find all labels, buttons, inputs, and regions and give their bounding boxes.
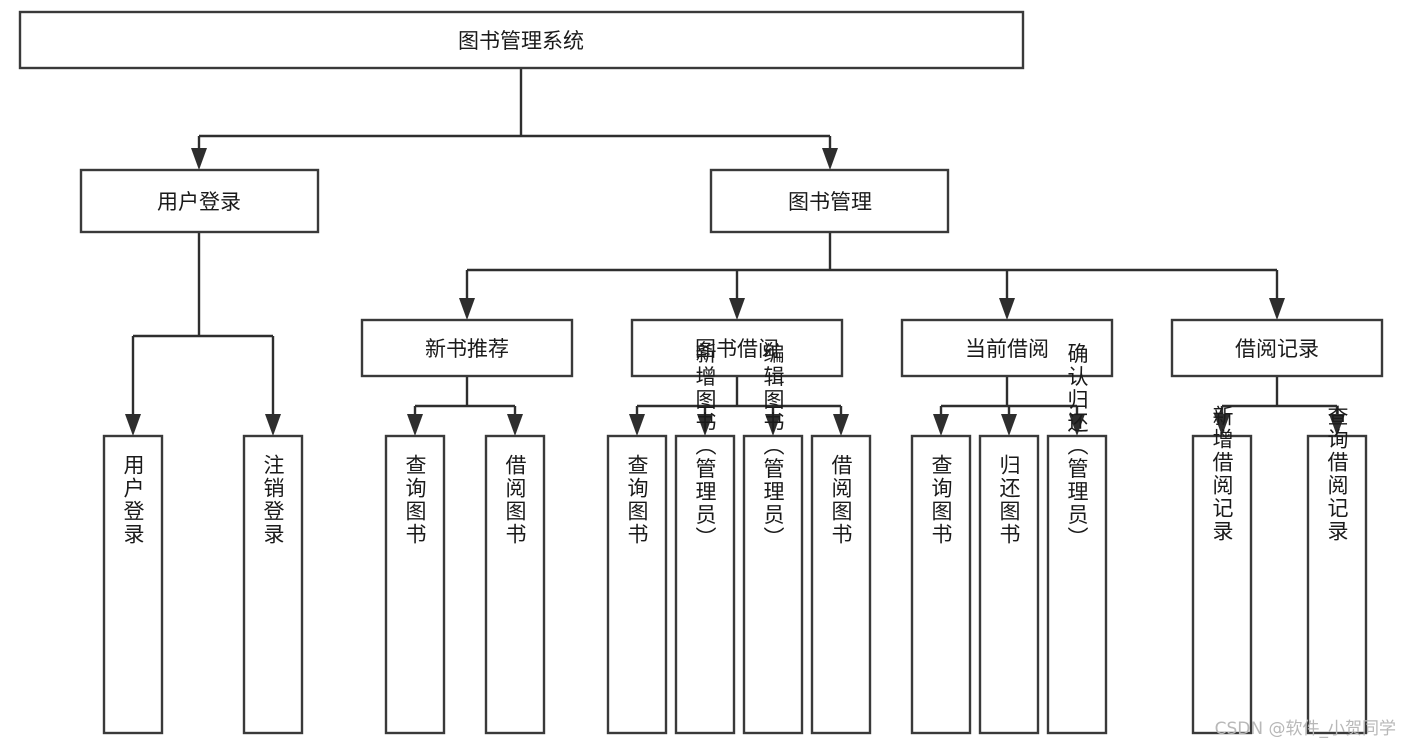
node-root-box[interactable] — [18, 10, 1025, 70]
node-leaf-query-record[interactable]: 查询借阅记录 — [1306, 405, 1368, 735]
connector-layer — [125, 68, 1345, 436]
node-leaf-add-record-label: 新增借阅记录 — [1210, 405, 1234, 543]
node-leaf-query-book-1-box[interactable] — [384, 434, 446, 735]
arrow-current-borrow-leaf-1 — [933, 414, 949, 436]
node-leaf-query-book-1-label: 查询图书 — [403, 454, 427, 546]
node-leaf-add-book-admin-label: 新增图书（管理员） — [693, 343, 717, 550]
node-user-login-box[interactable] — [79, 168, 320, 234]
arrow-book-manage-to-current-borrow — [999, 298, 1015, 320]
node-leaf-add-book-admin-box[interactable] — [674, 434, 736, 735]
node-book-manage-box[interactable] — [709, 168, 950, 234]
node-leaf-logout-login[interactable]: 注销登录 — [242, 434, 304, 735]
node-leaf-confirm-return-label: 确认归还（管理员） — [1065, 343, 1089, 550]
node-current-borrow[interactable]: 当前借阅 — [900, 318, 1114, 378]
node-leaf-query-record-box[interactable] — [1306, 434, 1368, 735]
arrow-book-borrow-leaf-3 — [765, 414, 781, 436]
node-leaf-edit-book-admin[interactable]: 编辑图书（管理员） — [742, 343, 804, 735]
node-leaf-return-book[interactable]: 归还图书 — [978, 434, 1040, 735]
node-leaf-query-book-2[interactable]: 查询图书 — [606, 434, 668, 735]
node-leaf-edit-book-admin-label: 编辑图书（管理员） — [761, 343, 785, 550]
node-leaf-logout-login-box[interactable] — [242, 434, 304, 735]
arrow-current-borrow-leaf-3 — [1069, 414, 1085, 436]
arrow-book-borrow-leaf-2 — [697, 414, 713, 436]
node-leaf-query-book-2-label: 查询图书 — [625, 454, 649, 546]
node-borrow-record-box[interactable] — [1170, 318, 1384, 378]
node-current-borrow-box[interactable] — [900, 318, 1114, 378]
node-leaf-return-book-box[interactable] — [978, 434, 1040, 735]
arrow-borrow-record-leaf-1 — [1214, 414, 1230, 436]
node-leaf-query-book-2-box[interactable] — [606, 434, 668, 735]
node-leaf-borrow-book-2[interactable]: 借阅图书 — [810, 434, 872, 735]
node-leaf-query-book-3-label: 查询图书 — [929, 454, 953, 546]
arrow-root-to-user-login — [191, 148, 207, 170]
node-leaf-confirm-return[interactable]: 确认归还（管理员） — [1046, 343, 1108, 735]
arrow-user-login-leaf-2 — [265, 414, 281, 436]
arrow-user-login-leaf-1 — [125, 414, 141, 436]
arrow-book-manage-to-borrow-record — [1269, 298, 1285, 320]
node-leaf-borrow-book-1-label: 借阅图书 — [503, 454, 527, 546]
node-leaf-return-book-label: 归还图书 — [997, 454, 1021, 546]
node-new-book-recommend-box[interactable] — [360, 318, 574, 378]
node-leaf-confirm-return-box[interactable] — [1046, 434, 1108, 735]
node-borrow-record[interactable]: 借阅记录 — [1170, 318, 1384, 378]
node-leaf-edit-book-admin-box[interactable] — [742, 434, 804, 735]
node-leaf-add-record[interactable]: 新增借阅记录 — [1191, 405, 1253, 735]
node-leaf-borrow-book-2-label: 借阅图书 — [829, 454, 853, 546]
node-book-borrow-box[interactable] — [630, 318, 844, 378]
node-leaf-borrow-book-2-box[interactable] — [810, 434, 872, 735]
arrow-book-borrow-leaf-1 — [629, 414, 645, 436]
node-leaf-user-login-box[interactable] — [102, 434, 164, 735]
node-book-borrow-label: 图书借阅 — [695, 337, 779, 361]
arrow-new-book-leaf-1 — [407, 414, 423, 436]
node-leaf-query-book-3[interactable]: 查询图书 — [910, 434, 972, 735]
node-leaf-query-record-label: 查询借阅记录 — [1325, 405, 1349, 543]
node-book-borrow[interactable]: 图书借阅 — [630, 318, 844, 378]
node-book-manage-label: 图书管理 — [788, 190, 872, 214]
node-leaf-query-book-1[interactable]: 查询图书 — [384, 434, 446, 735]
node-leaf-user-login-label: 用户登录 — [121, 454, 145, 546]
arrow-book-borrow-leaf-4 — [833, 414, 849, 436]
node-borrow-record-label: 借阅记录 — [1235, 337, 1319, 361]
node-leaf-add-record-box[interactable] — [1191, 434, 1253, 735]
csdn-watermark: CSDN @软件_小贺同学 — [1215, 719, 1396, 739]
arrow-new-book-leaf-2 — [507, 414, 523, 436]
node-user-login-label: 用户登录 — [157, 190, 241, 214]
arrow-book-manage-to-new-book — [459, 298, 475, 320]
node-root-label: 图书管理系统 — [458, 29, 584, 53]
node-root[interactable]: 图书管理系统 — [18, 10, 1025, 70]
node-user-login[interactable]: 用户登录 — [79, 168, 320, 234]
arrow-book-manage-to-book-borrow — [729, 298, 745, 320]
arrow-root-to-book-manage — [822, 148, 838, 170]
node-leaf-logout-login-label: 注销登录 — [261, 454, 285, 546]
node-book-manage[interactable]: 图书管理 — [709, 168, 950, 234]
node-current-borrow-label: 当前借阅 — [965, 337, 1049, 361]
node-leaf-borrow-book-1[interactable]: 借阅图书 — [484, 434, 546, 735]
node-new-book-recommend-label: 新书推荐 — [425, 337, 509, 361]
node-leaf-query-book-3-box[interactable] — [910, 434, 972, 735]
node-leaf-user-login[interactable]: 用户登录 — [102, 434, 164, 735]
arrow-borrow-record-leaf-2 — [1329, 414, 1345, 436]
node-leaf-borrow-book-1-box[interactable] — [484, 434, 546, 735]
node-new-book-recommend[interactable]: 新书推荐 — [360, 318, 574, 378]
node-leaf-add-book-admin[interactable]: 新增图书（管理员） — [674, 343, 736, 735]
arrow-current-borrow-leaf-2 — [1001, 414, 1017, 436]
